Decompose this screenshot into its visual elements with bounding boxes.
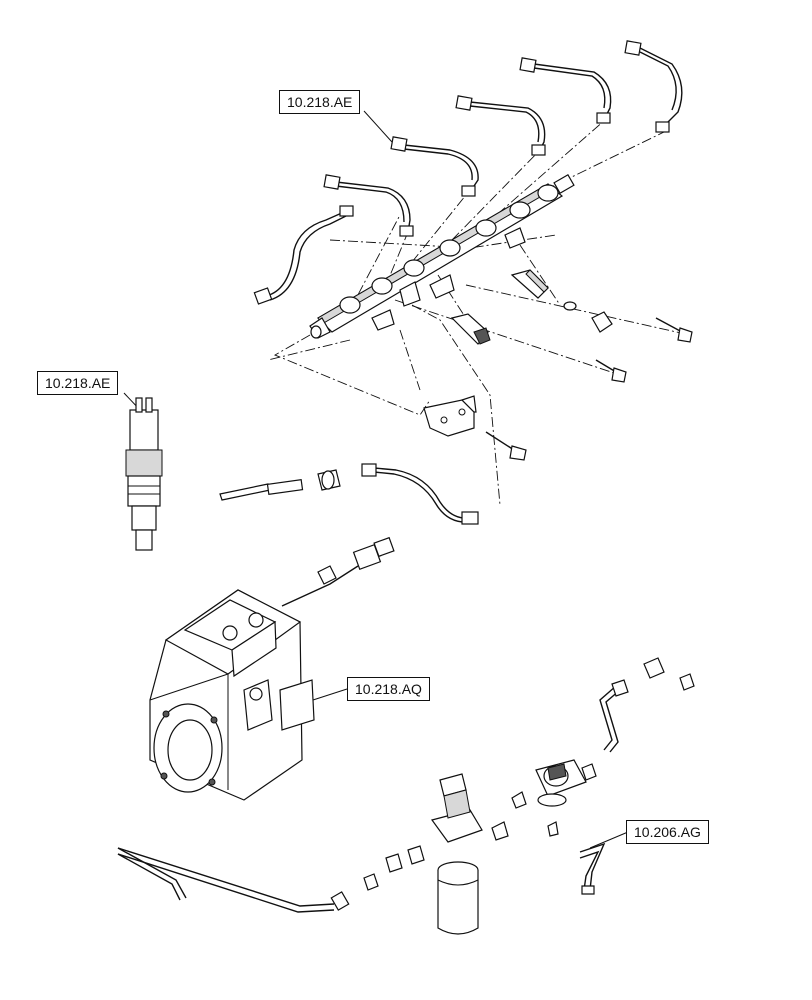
fuel-rail-assembly xyxy=(309,173,575,339)
rail-sensors xyxy=(450,269,693,461)
fuel-filter-assembly xyxy=(117,657,695,935)
fuel-injector xyxy=(125,397,163,551)
callout-pump: 10.218.AQ xyxy=(347,677,430,701)
callout-injector: 10.218.AE xyxy=(37,371,119,395)
callout-filter-line: 10.206.AG xyxy=(626,820,709,844)
callout-rail: 10.218.AE xyxy=(279,90,361,114)
mounting-bracket xyxy=(423,395,477,437)
injector-connector-parts xyxy=(219,469,341,501)
high-pressure-fuel-lines xyxy=(253,40,683,525)
callout-leader-lines xyxy=(123,110,629,849)
high-pressure-pump xyxy=(149,536,395,801)
